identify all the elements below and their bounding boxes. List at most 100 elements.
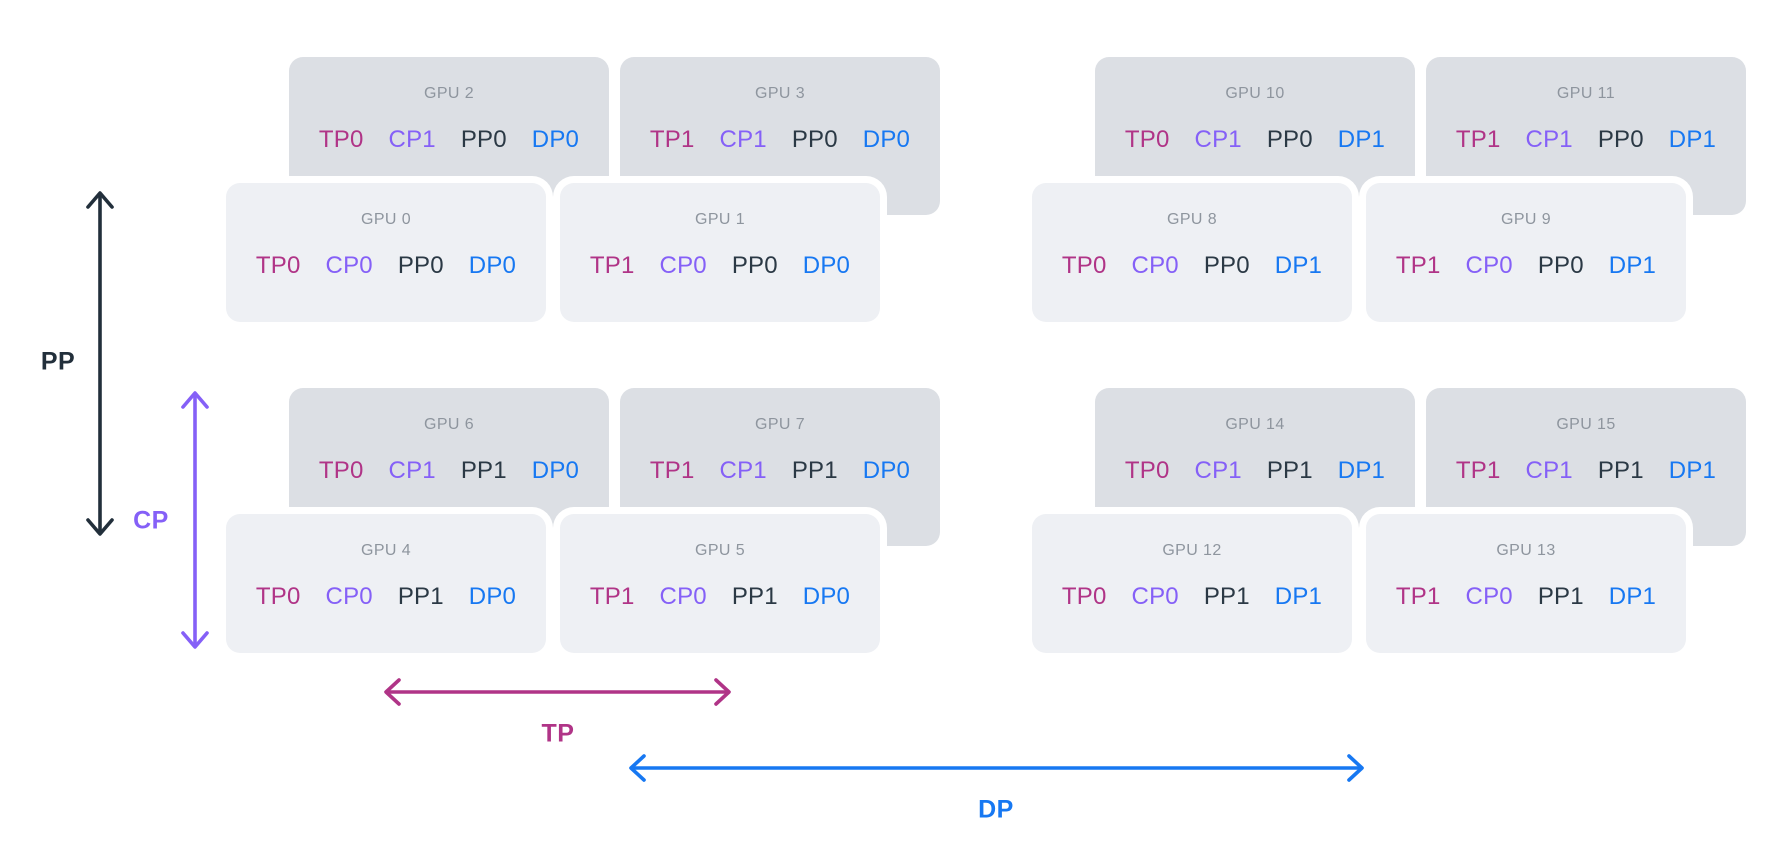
pp-rank-label: PP0 [1203,252,1250,279]
cp-rank-label: CP0 [659,252,707,279]
pp-rank-label: PP1 [1597,457,1644,484]
tp-rank-label: TP1 [649,126,695,153]
gpu-rank-row: TP1 CP1 PP1 DP1 [1456,456,1716,485]
gpu-rank-row: TP1 CP1 PP0 DP1 [1456,125,1716,154]
gpu-rank-row: TP0 CP1 PP0 DP0 [319,125,579,154]
gpu-rank-row: TP0 CP0 PP1 DP0 [256,582,516,611]
gpu-card-title: GPU 1 [694,211,745,228]
gpu-rank-row: TP0 CP0 PP1 DP1 [1062,582,1322,611]
cp-rank-label: CP0 [659,583,707,610]
tp-rank-label: TP1 [649,457,695,484]
gpu-card-1: GPU 1 TP1 CP0 PP0 DP0 [560,183,880,322]
gpu-group-pp0-dp0: GPU 2 TP0 CP1 PP0 DP0 GPU 3 TP1 CP1 PP0 … [226,57,940,322]
gpu-card-title: GPU 15 [1556,416,1616,433]
gpu-rank-row: TP0 CP1 PP1 DP1 [1125,456,1385,485]
cp-rank-label: CP1 [719,457,767,484]
cp-rank-label: CP1 [1194,457,1242,484]
gpu-rank-row: TP1 CP1 PP1 DP0 [650,456,910,485]
gpu-card-title: GPU 8 [1166,211,1217,228]
dp-rank-label: DP1 [1608,252,1657,279]
tp-rank-label: TP1 [589,252,635,279]
cp-rank-label: CP0 [325,252,373,279]
cp-rank-label: CP1 [388,126,436,153]
pp-rank-label: PP1 [1266,457,1313,484]
dp-rank-label: DP1 [1337,126,1386,153]
tp-rank-label: TP0 [318,457,364,484]
dp-rank-label: DP0 [802,583,851,610]
tp-rank-label: TP1 [1455,457,1501,484]
pp-rank-label: PP0 [791,126,838,153]
dp-rank-label: DP0 [468,583,517,610]
pp-rank-label: PP0 [397,252,444,279]
cp-rank-label: CP1 [1525,457,1573,484]
gpu-card-0: GPU 0 TP0 CP0 PP0 DP0 [226,183,546,322]
gpu-card-title: GPU 14 [1225,416,1285,433]
gpu-rank-row: TP0 CP0 PP0 DP0 [256,251,516,280]
gpu-card-title: GPU 11 [1556,85,1616,102]
tp-rank-label: TP0 [1124,126,1170,153]
dp-axis-label: DP [978,795,1014,824]
gpu-card-title: GPU 0 [360,211,411,228]
cp-rank-label: CP0 [1465,252,1513,279]
gpu-rank-row: TP1 CP1 PP0 DP0 [650,125,910,154]
gpu-card-13: GPU 13 TP1 CP0 PP1 DP1 [1366,514,1686,653]
pp-axis-arrow [86,191,114,536]
dp-rank-label: DP1 [1274,583,1323,610]
pp-rank-label: PP1 [1203,583,1250,610]
tp-rank-label: TP0 [1124,457,1170,484]
gpu-rank-row: TP1 CP0 PP1 DP1 [1396,582,1656,611]
gpu-rank-row: TP0 CP1 PP1 DP0 [319,456,579,485]
gpu-card-title: GPU 6 [423,416,474,433]
dp-rank-label: DP0 [862,457,911,484]
cp-rank-label: CP0 [1465,583,1513,610]
cp-rank-label: CP1 [388,457,436,484]
gpu-card-title: GPU 2 [423,85,474,102]
gpu-rank-row: TP0 CP1 PP0 DP1 [1125,125,1385,154]
pp-rank-label: PP1 [731,583,778,610]
pp-rank-label: PP1 [397,583,444,610]
gpu-card-title: GPU 12 [1162,542,1222,559]
tp-rank-label: TP0 [1061,583,1107,610]
pp-rank-label: PP1 [791,457,838,484]
gpu-card-9: GPU 9 TP1 CP0 PP0 DP1 [1366,183,1686,322]
pp-rank-label: PP0 [1266,126,1313,153]
dp-rank-label: DP0 [468,252,517,279]
pp-axis-label: PP [40,347,76,376]
cp-rank-label: CP0 [1131,583,1179,610]
tp-rank-label: TP0 [318,126,364,153]
cp-rank-label: CP0 [1131,252,1179,279]
tp-rank-label: TP0 [255,252,301,279]
gpu-group-pp1-dp0: GPU 6 TP0 CP1 PP1 DP0 GPU 7 TP1 CP1 PP1 … [226,388,940,653]
cp-rank-label: CP1 [1525,126,1573,153]
gpu-group-pp1-dp1: GPU 14 TP0 CP1 PP1 DP1 GPU 15 TP1 CP1 PP… [1032,388,1746,653]
gpu-group-pp0-dp1: GPU 10 TP0 CP1 PP0 DP1 GPU 11 TP1 CP1 PP… [1032,57,1746,322]
gpu-card-title: GPU 3 [754,85,805,102]
gpu-card-10: GPU 10 TP0 CP1 PP0 DP1 [1095,57,1415,215]
gpu-card-title: GPU 7 [754,416,805,433]
gpu-card-title: GPU 5 [694,542,745,559]
tp-rank-label: TP0 [1061,252,1107,279]
tp-rank-label: TP0 [255,583,301,610]
tp-rank-label: TP1 [1395,252,1441,279]
gpu-rank-row: TP0 CP0 PP0 DP1 [1062,251,1322,280]
tp-rank-label: TP1 [589,583,635,610]
gpu-card-5: GPU 5 TP1 CP0 PP1 DP0 [560,514,880,653]
cp-axis-label: CP [133,506,169,535]
pp-rank-label: PP0 [731,252,778,279]
cp-rank-label: CP0 [325,583,373,610]
gpu-card-8: GPU 8 TP0 CP0 PP0 DP1 [1032,183,1352,322]
dp-rank-label: DP1 [1668,126,1717,153]
dp-rank-label: DP0 [531,126,580,153]
gpu-card-title: GPU 9 [1500,211,1551,228]
dp-rank-label: DP1 [1668,457,1717,484]
dp-axis-arrow [629,754,1364,782]
tp-axis-arrow [384,678,731,706]
gpu-card-12: GPU 12 TP0 CP0 PP1 DP1 [1032,514,1352,653]
cp-rank-label: CP1 [1194,126,1242,153]
pp-rank-label: PP1 [460,457,507,484]
dp-rank-label: DP0 [531,457,580,484]
pp-rank-label: PP1 [1537,583,1584,610]
pp-rank-label: PP0 [1597,126,1644,153]
gpu-rank-row: TP1 CP0 PP0 DP1 [1396,251,1656,280]
